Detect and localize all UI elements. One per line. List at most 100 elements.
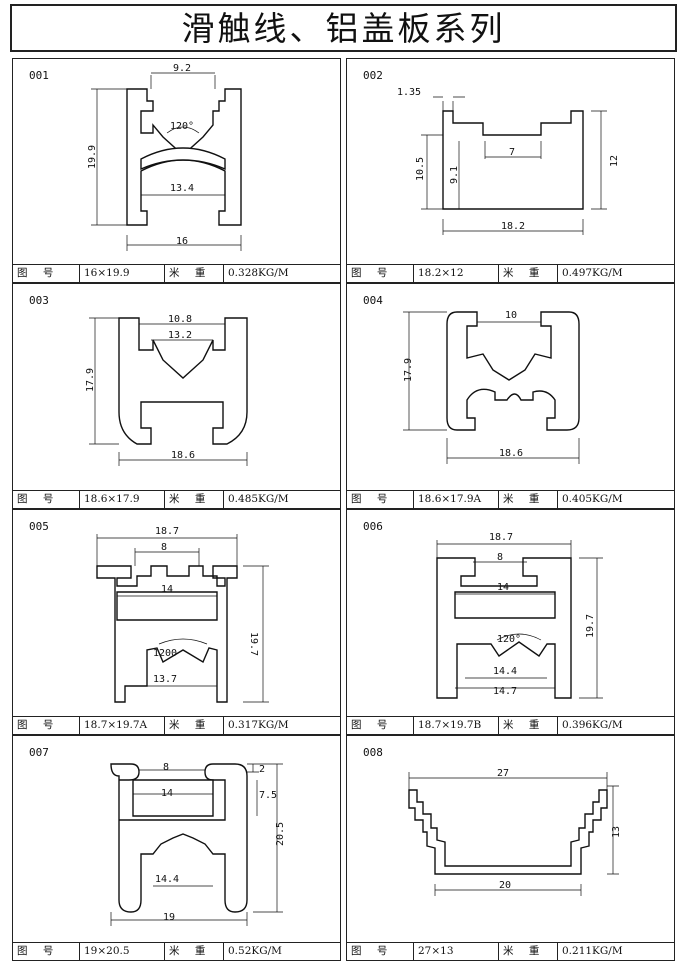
profile-outline: [118, 317, 248, 445]
panel-003: 003 10.8 13.2 17.9 18.6 图 号 18.6×17.9 米 …: [12, 283, 341, 509]
profile-slot: [454, 591, 556, 619]
profile-slot: [132, 779, 214, 817]
dim-lines: [96, 534, 269, 703]
weight-label: 米 重: [165, 491, 224, 508]
spec-row: 图 号 18.7×19.7B 米 重 0.396KG/M: [347, 716, 674, 734]
dim-lines: [89, 317, 248, 466]
dim-label: 120°: [170, 121, 194, 132]
panel-001: 001 9.2 120° 19.9 13.4 16 图 号 16×19.9 米 …: [12, 58, 341, 283]
dim-label: 13.4: [170, 183, 194, 194]
dim-label: 13.2: [168, 330, 192, 341]
profile-outline: [110, 763, 248, 913]
size-value: 18.7×19.7A: [80, 717, 165, 734]
drawing-no-label: 图 号: [13, 265, 80, 282]
dim-label: 14: [161, 584, 173, 595]
dim-lines: [403, 311, 580, 464]
dim-label: 17.9: [85, 368, 96, 392]
dim-label: 16: [176, 236, 188, 247]
drawing-number: 005: [29, 520, 49, 533]
dim-label: 18.7: [155, 526, 179, 537]
size-value: 18.6×17.9: [80, 491, 165, 508]
dim-label: 18.6: [171, 450, 195, 461]
panel-006: 006 18.7 8 14 19.7 120° 14.4 14.7 图 号 18…: [346, 509, 675, 735]
weight-label: 米 重: [499, 265, 558, 282]
profile-slot: [116, 591, 218, 621]
weight-value: 0.396KG/M: [562, 719, 623, 731]
dim-label: 27: [497, 768, 509, 779]
size-value: 18.2×12: [414, 265, 499, 282]
profile-drawing-002: 1.35 7 10.5 9.1 12 18.2: [397, 87, 620, 235]
size-value: 27×13: [414, 943, 499, 960]
dim-label: 13: [611, 826, 622, 838]
weight-value: 0.211KG/M: [562, 945, 623, 957]
profile-drawing-001: 9.2 120° 19.9 13.4 16: [87, 63, 242, 251]
drawing-number: 001: [29, 69, 49, 82]
dim-label: 8: [163, 762, 169, 773]
dim-label: 18.7: [489, 532, 513, 543]
weight-label: 米 重: [165, 717, 224, 734]
dim-label: 12: [609, 155, 620, 167]
spec-row: 图 号 18.6×17.9A 米 重 0.405KG/M: [347, 490, 674, 508]
dim-label: 19.7: [585, 614, 596, 638]
dim-lines: [110, 763, 283, 926]
spec-row: 图 号 16×19.9 米 重 0.328KG/M: [13, 264, 340, 282]
weight-label: 米 重: [499, 491, 558, 508]
weight-label: 米 重: [165, 943, 224, 960]
drawing-no-label: 图 号: [347, 491, 414, 508]
panel-007: 007 8 2 14 7.5 20.5 14.4 19 图 号 19×20.5 …: [12, 735, 341, 961]
size-value: 19×20.5: [80, 943, 165, 960]
weight-label: 米 重: [499, 717, 558, 734]
profile-outline: [442, 110, 584, 210]
drawing-number: 004: [363, 294, 383, 307]
dim-label: 14: [161, 788, 173, 799]
profile-outline: [436, 557, 572, 699]
weight-value: 0.405KG/M: [562, 493, 623, 505]
dim-label: 10: [505, 310, 517, 321]
weight-label: 米 重: [499, 943, 558, 960]
profile-drawing-008: 27 13 20: [408, 768, 622, 896]
profile-drawing-003: 10.8 13.2 17.9 18.6: [85, 314, 248, 466]
drawing-number: 007: [29, 746, 49, 759]
size-value: 16×19.9: [80, 265, 165, 282]
profile-outline: [408, 789, 608, 875]
weight-value: 0.328KG/M: [228, 267, 289, 279]
weight-value: 0.497KG/M: [562, 267, 623, 279]
dim-label: 8: [161, 542, 167, 553]
drawing-no-label: 图 号: [347, 717, 414, 734]
page-title: 滑触线、铝盖板系列: [10, 4, 677, 52]
profile-drawing-006: 18.7 8 14 19.7 120° 14.4 14.7: [436, 532, 603, 699]
dim-label: 2: [259, 764, 265, 775]
dim-lines: [91, 72, 242, 251]
weight-label: 米 重: [165, 265, 224, 282]
profile-drawing-007: 8 2 14 7.5 20.5 14.4 19: [110, 762, 286, 926]
drawing-no-label: 图 号: [13, 717, 80, 734]
profile-outline: [446, 311, 580, 431]
panel-008: 008 27 13 20 图 号 27×13 米 重 0.211KG/M: [346, 735, 675, 961]
drawing-number: 008: [363, 746, 383, 759]
panel-004: 004 10 17.9 18.6 图 号 18.6×17.9A 米 重 0.40…: [346, 283, 675, 509]
dim-lines: [436, 540, 603, 699]
dim-label: 19.9: [87, 145, 98, 169]
drawing-no-label: 图 号: [347, 943, 414, 960]
size-value: 18.6×17.9A: [414, 491, 499, 508]
dim-label: 1.35: [397, 87, 421, 98]
dim-label: 8: [497, 552, 503, 563]
profile-drawing-005: 18.7 8 14 19.7 1200 13.7: [96, 526, 269, 703]
spec-row: 图 号 18.6×17.9 米 重 0.485KG/M: [13, 490, 340, 508]
dim-label: 13.7: [153, 674, 177, 685]
dim-lines: [421, 96, 607, 235]
dim-label: 10.5: [415, 157, 426, 181]
spec-row: 图 号 18.7×19.7A 米 重 0.317KG/M: [13, 716, 340, 734]
dim-label: 18.6: [499, 448, 523, 459]
weight-value: 0.485KG/M: [228, 493, 289, 505]
drawing-number: 006: [363, 520, 383, 533]
dim-label: 14.4: [493, 666, 517, 677]
dim-label: 14: [497, 582, 509, 593]
profile-slot: [140, 147, 226, 171]
dim-label: 9.1: [449, 166, 460, 184]
spec-row: 图 号 19×20.5 米 重 0.52KG/M: [13, 942, 340, 960]
dim-label: 20: [499, 880, 511, 891]
spec-row: 图 号 18.2×12 米 重 0.497KG/M: [347, 264, 674, 282]
panel-005: 005 18.7 8 14 19.7 1200 13.7 图 号 18.7×19…: [12, 509, 341, 735]
panel-002: 002 1.35 7 10.5 9.1 12 18.2 图 号 18.2×12 …: [346, 58, 675, 283]
